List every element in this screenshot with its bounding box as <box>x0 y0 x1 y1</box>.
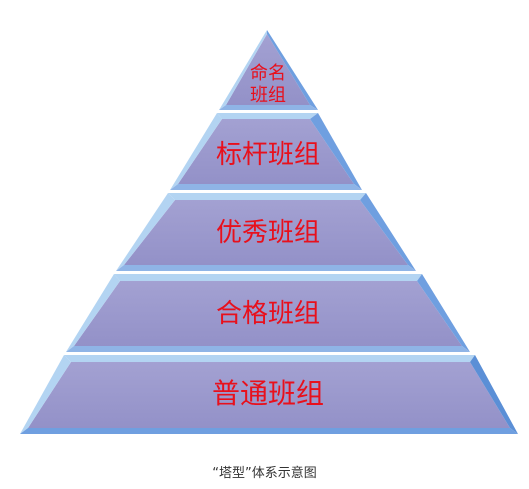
tier-bevel-bottom <box>116 265 416 271</box>
tier-face <box>226 34 310 105</box>
pyramid-tier-named: 命名 班组 <box>219 30 318 110</box>
pyramid-tier-excellent: 优秀班组 <box>116 193 416 271</box>
tier-bevel-left <box>66 274 120 352</box>
tier-label: 标杆班组 <box>216 140 320 170</box>
tier-bevel-top <box>114 274 422 281</box>
tier-bevel-top <box>64 355 475 362</box>
tier-bevel-bottom <box>66 346 470 352</box>
tier-face <box>178 119 354 184</box>
tier-bevel-left <box>116 193 175 271</box>
tier-label-line: 班组 <box>250 85 286 106</box>
tier-label: 普通班组 <box>212 377 324 410</box>
tier-bevel-top <box>168 193 366 200</box>
tier-face <box>28 362 510 428</box>
tier-bevel-left <box>219 30 267 110</box>
diagram-caption: “塔型”体系示意图 <box>212 466 317 481</box>
tier-face <box>124 200 408 265</box>
tier-bevel-top <box>217 113 318 119</box>
tier-face <box>74 281 462 346</box>
tier-bevel-left <box>20 355 71 434</box>
tier-bevel-left <box>170 113 222 190</box>
pyramid-tier-ordinary: 普通班组 <box>20 355 518 434</box>
tier-bevel-right <box>267 30 318 110</box>
pyramid-tier-benchmark: 标杆班组 <box>170 113 362 190</box>
tier-bevel-bottom <box>170 184 362 190</box>
tier-bevel-right <box>310 113 362 190</box>
tier-bevel-right <box>417 274 470 352</box>
tier-bevel-bottom <box>20 428 518 434</box>
tier-label: 合格班组 <box>216 299 320 329</box>
tier-bevel-bottom <box>219 105 318 110</box>
pyramid-tier-qualified: 合格班组 <box>66 274 470 352</box>
tier-label: 优秀班组 <box>216 218 320 248</box>
tier-bevel-right <box>360 193 416 271</box>
tier-label-line: 命名 <box>250 63 286 84</box>
tier-bevel-right <box>470 355 518 434</box>
